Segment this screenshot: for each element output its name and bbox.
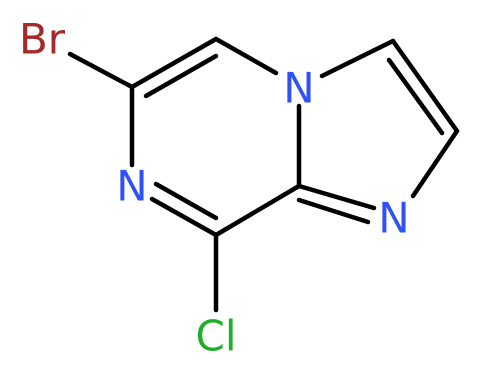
bond-n1-c8a [296, 183, 377, 211]
bond-c6-br [67, 51, 135, 90]
atom-label-layer: Br N N N Cl [19, 15, 410, 361]
atom-nitrogen-7: N [116, 162, 147, 211]
bond-c3-c2-inner [386, 57, 445, 136]
bond-c8-n7-inner [153, 181, 219, 221]
bond-n1-c8a-inner [296, 197, 371, 225]
bond-c6-c5-inner [143, 53, 219, 99]
atom-nitrogen-4: N [283, 64, 314, 113]
bond-c2-n1 [410, 128, 460, 199]
bond-c8-n7 [149, 196, 219, 238]
bond-c3-c2 [390, 38, 460, 134]
atom-bromine: Br [19, 15, 66, 64]
atom-chlorine: Cl [196, 312, 237, 361]
bond-c8a-c8 [213, 183, 302, 238]
atom-nitrogen-1: N [378, 194, 409, 243]
bond-layer [67, 36, 460, 313]
bond-c6-c5 [129, 36, 219, 90]
bond-c5-n4 [213, 36, 279, 76]
bond-n4-c3 [319, 38, 396, 79]
